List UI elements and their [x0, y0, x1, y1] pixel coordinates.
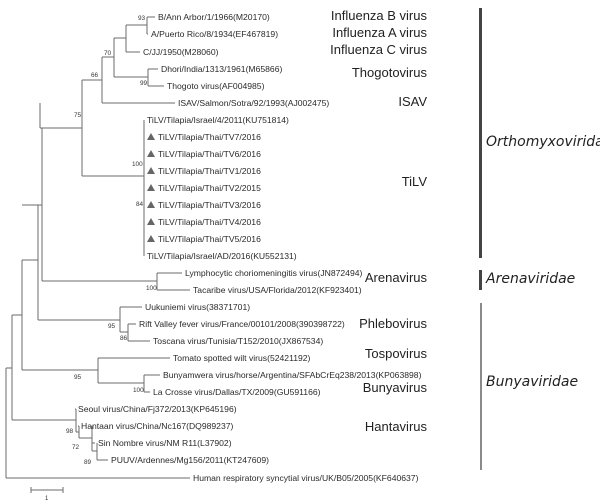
clade-label-isav: ISAV [398, 94, 427, 109]
bootstrap-value: 75 [74, 112, 82, 119]
clade-label-tilv: TiLV [401, 174, 427, 189]
bootstrap-value: 100 [146, 285, 157, 292]
leaf-label: B/Ann Arbor/1/1966(M20170) [158, 12, 270, 22]
bootstrap-value: 95 [108, 323, 116, 330]
bootstrap-value: 66 [91, 72, 99, 79]
leaf-label: Dhori/India/1313/1961(M65866) [161, 64, 282, 74]
leaf-label: Toscana virus/Tunisia/T152/2010(JX867534… [153, 336, 323, 346]
clade-label-arenavirus: Arenavirus [364, 270, 427, 285]
leaf-label: Hantaan virus/China/Nc167(DQ989237) [81, 421, 234, 431]
leaf-label: ISAV/Salmon/Sotra/92/1993(AJ002475) [178, 98, 329, 108]
bootstrap-labels: 93 70 66 99 75 100 84 100 95 86 95 100 9… [66, 15, 157, 466]
scale-bar-label: 1 [45, 496, 49, 502]
bootstrap-value: 95 [74, 374, 82, 381]
leaf-label: TiLV/Tilapia/Thai/TV2/2015 [158, 183, 261, 193]
leaf-label: TiLV/Tilapia/Thai/TV4/2016 [158, 217, 261, 227]
clade-label-influenza-b: Influenza B virus [330, 8, 427, 23]
tree-branches [5, 16, 190, 479]
leaf-label: PUUV/Ardennes/Mg156/2011(KT247609) [111, 455, 269, 465]
bootstrap-value: 86 [120, 335, 128, 342]
leaf-label: Seoul virus/China/Fj372/2013(KP645196) [78, 404, 237, 414]
leaf-label: Lymphocytic choriomeningitis virus(JN872… [185, 268, 362, 278]
leaf-label: La Crosse virus/Dallas/TX/2009(GU591166) [153, 387, 321, 397]
bootstrap-value: 99 [140, 80, 148, 87]
family-label-bunyaviridae: Bunyaviridae [486, 374, 579, 390]
bootstrap-value: 72 [72, 444, 80, 451]
bootstrap-value: 84 [136, 201, 144, 208]
bootstrap-value: 98 [66, 428, 74, 435]
leaf-label: Rift Valley fever virus/France/00101/200… [139, 319, 345, 329]
leaf-label: Sin Nombre virus/NM R11(L37902) [98, 438, 232, 448]
leaf-label: TiLV/Tilapia/Thai/TV1/2016 [158, 166, 261, 176]
leaf-label: C/JJ/1950(M28060) [143, 47, 219, 57]
bootstrap-value: 100 [133, 387, 144, 394]
bootstrap-value: 70 [104, 50, 112, 57]
bootstrap-value: 93 [138, 15, 146, 22]
triangle-marker-icon [147, 218, 155, 225]
leaf-label: Human respiratory syncytial virus/UK/B05… [193, 473, 419, 483]
clade-label-bunyavirus: Bunyavirus [362, 380, 427, 395]
triangle-marker-icon [147, 133, 155, 140]
family-bar-bunyaviridae [480, 303, 482, 470]
clade-label-influenza-a: Influenza A virus [332, 25, 427, 40]
leaf-label: Bunyamwera virus/horse/Argentina/SFAbCrE… [163, 370, 422, 380]
clade-label-thogotovirus: Thogotovirus [351, 65, 427, 80]
leaf-label: Thogoto virus(AF004985) [167, 81, 265, 91]
family-bar-orthomyxoviridae [479, 8, 482, 258]
clade-label-phlebovirus: Phlebovirus [359, 316, 427, 331]
clade-label-hantavirus: Hantavirus [364, 419, 427, 434]
triangle-marker-icon [147, 235, 155, 242]
triangle-marker-icon [147, 201, 155, 208]
leaf-label: TiLV/Tilapia/Thai/TV3/2016 [158, 200, 261, 210]
leaf-label: TiLV/Tilapia/Israel/4/2011(KU751814) [147, 115, 289, 125]
triangle-marker-icon [147, 150, 155, 157]
leaf-label: TiLV/Tilapia/Thai/TV5/2016 [158, 234, 261, 244]
triangle-marker-icon [147, 184, 155, 191]
leaf-label: TiLV/Tilapia/Israel/AD/2016(KU552131) [147, 251, 297, 261]
leaf-labels: B/Ann Arbor/1/1966(M20170) A/Puerto Rico/… [78, 12, 422, 483]
leaf-label: TiLV/Tilapia/Thai/TV7/2016 [158, 132, 261, 142]
leaf-label: A/Puerto Rico/8/1934(EF467819) [151, 29, 278, 39]
family-label-arenaviridae: Arenaviridae [486, 271, 576, 287]
clade-label-tospovirus: Tospovirus [364, 346, 427, 361]
scale-bar: 1 [30, 487, 64, 502]
family-label-orthomyxoviridae: Orthomyxoviridae [486, 134, 600, 150]
clade-label-influenza-c: Influenza C virus [330, 42, 427, 57]
bootstrap-value: 100 [132, 161, 143, 168]
leaf-label: Uukuniemi virus(38371701) [145, 302, 250, 312]
leaf-label: TiLV/Tilapia/Thai/TV6/2016 [158, 149, 261, 159]
leaf-label: Tacaribe virus/USA/Florida/2012(KF923401… [193, 285, 362, 295]
bootstrap-value: 89 [84, 459, 92, 466]
triangle-marker-icon [147, 167, 155, 174]
family-bar-arenaviridae [479, 270, 482, 290]
leaf-label: Tomato spotted wilt virus(52421192) [173, 353, 311, 363]
